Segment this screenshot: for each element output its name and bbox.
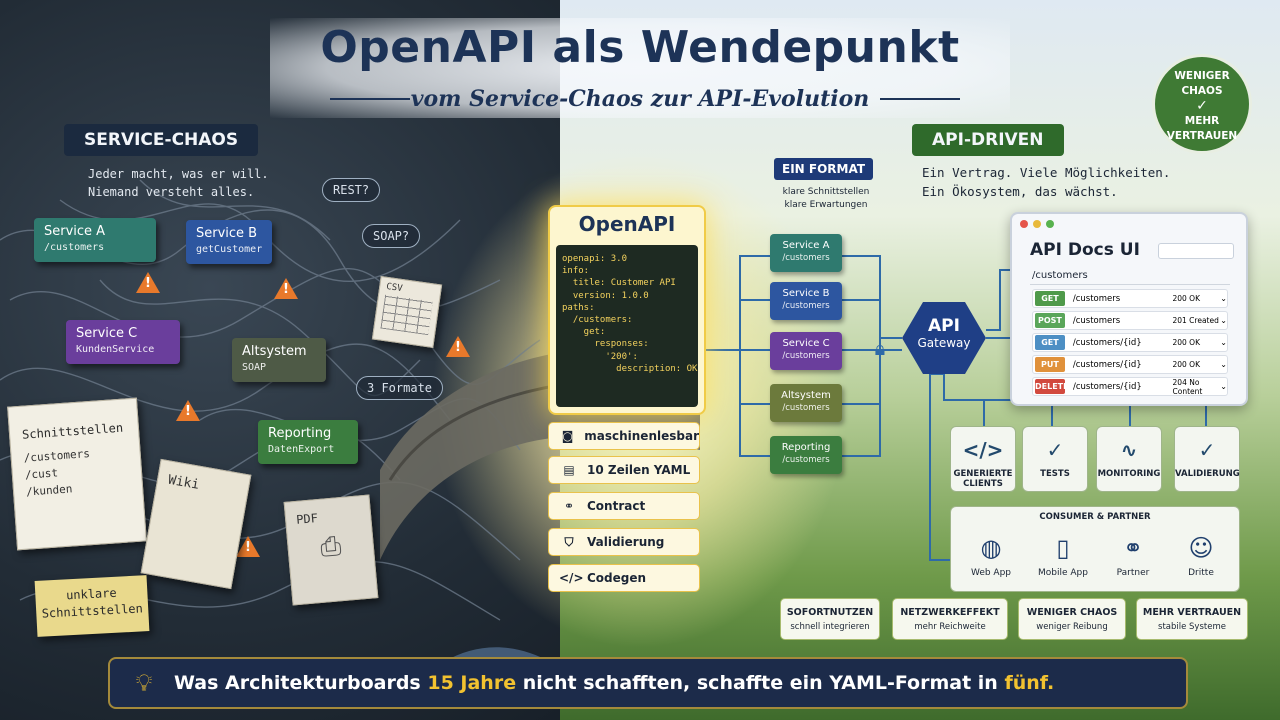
page-subtitle: vom Service-Chaos zur API-Evolution [410,86,870,112]
shield-check-icon: ✓ [1198,438,1216,462]
globe-monitor-icon: ◍ [980,534,1002,562]
feature-yaml: ▤10 Zeilen YAML [548,456,700,484]
warning-icon: ! [176,400,200,421]
title-band [270,18,1010,118]
warning-icon: ! [446,336,470,357]
api-altsystem: Altsystem/customers [770,384,842,422]
handshake-icon: ⚭ [563,499,575,513]
mobile-icon: ▯ [1056,534,1070,562]
handshake-icon: ⚭ [1122,534,1144,562]
feature-codegen: </>Codegen [548,564,700,592]
api-docs-title: API Docs UI [1030,240,1140,260]
openapi-yaml-code: openapi: 3.0 info: title: Customer API v… [556,245,698,407]
consumer-web-app: ◍ Web App [962,528,1020,578]
tile-validierung: ✓ VALIDIERUNG [1174,426,1240,492]
api-service-a: Service A/customers [770,234,842,272]
subtitle-rule-right [880,98,960,100]
chevron-down-icon: ⌄ [1220,294,1227,303]
sticky-note: unklare Schnittstellen [34,575,150,637]
service-chaos-heading: SERVICE-CHAOS [64,124,259,156]
feature-contract: ⚭Contract [548,492,700,520]
robot-icon: ◙ [561,429,574,443]
badge-seal: WENIGER CHAOS ✓ MEHR VERTRAUEN [1152,54,1252,154]
api-reporting: Reporting/customers [770,436,842,474]
warning-icon: ! [274,278,298,299]
page-title: OpenAPI als Wendepunkt [320,22,960,73]
pdf-icon: ⎙ [319,531,343,563]
lightbulb-icon: 💡︎ [135,669,153,697]
consumer-partner-title: CONSUMER & PARTNER [1039,512,1151,522]
warning-icon: ! [136,272,160,293]
endpoint-row[interactable]: GET /customers 200 OK ⌄ [1032,289,1228,308]
api-docs-search[interactable] [1158,243,1234,259]
tile-tests: ✓ TESTS [1022,426,1088,492]
lock-icon: 🔒︎ [874,336,886,360]
openapi-card-title: OpenAPI [578,212,676,236]
document-icon: ▤ [563,463,575,477]
chevron-down-icon: ⌄ [1220,316,1227,325]
minimize-dot-icon [1033,220,1041,228]
chaos-tagline-2: Niemand versteht alles. [88,185,255,199]
ein-format-sub: klare Schnittstellen klare Erwartungen [782,187,870,210]
monitoring-icon: ∿ [1120,438,1138,462]
chaos-service-a: Service A/customers [34,218,156,262]
api-docs-path: /customers [1032,270,1088,281]
chaos-tagline-1: Jeder macht, was er will. [88,167,269,181]
warning-icon: ! [236,536,260,557]
feature-maschinenlesbar: ◙maschinenlesbar [548,422,700,450]
consumer-partner-panel [950,506,1240,592]
checkmark-icon: ✓ [1196,98,1208,114]
bubble-formats: 3 Formate [356,376,444,400]
bubble-rest: REST? [322,178,381,202]
code-window-icon: </> [962,438,1004,462]
endpoint-row[interactable]: POST /customers 201 Created ⌄ [1032,311,1228,330]
code-icon: </> [559,571,584,585]
bottom-banner: 💡︎ Was Architekturboards 15 Jahre nicht … [108,657,1188,709]
chevron-down-icon: ⌄ [1220,382,1227,391]
divider [1030,284,1230,285]
maximize-dot-icon [1046,220,1054,228]
bubble-soap: SOAP? [362,224,421,248]
shield-check-icon: ⛉ [564,534,574,549]
notes-schnittstellen: Schnittstellen /customers /cust /kunden [7,397,147,551]
tile-monitoring: ∿ MONITORING [1096,426,1162,492]
bottom-message: Was Architekturboards 15 Jahre nicht sch… [174,672,1055,694]
consumer-mobile-app: ▯ Mobile App [1034,528,1092,578]
consumer-partner: ⚭ Partner [1104,528,1162,578]
endpoint-row[interactable]: PUT /customers/{id} 200 OK ⌄ [1032,355,1228,374]
api-driven-heading: API-DRIVEN [912,124,1064,156]
consumer-dritte: ☺ Dritte [1172,528,1230,578]
endpoint-row[interactable]: DELETE /customers/{id} 204 No Content ⌄ [1032,377,1228,396]
close-dot-icon [1020,220,1028,228]
endpoint-row[interactable]: GET /customers/{id} 200 OK ⌄ [1032,333,1228,352]
window-controls [1020,220,1054,228]
api-service-c: Service C/customers [770,332,842,370]
api-tagline-2: Ein Ökosystem, das wächst. [922,184,1118,199]
subtitle-rule-left [330,98,410,100]
csv-document: CSV [371,275,443,349]
table-grid-icon [380,294,433,336]
chevron-down-icon: ⌄ [1220,338,1227,347]
api-tagline-1: Ein Vertrag. Viele Möglichkeiten. [922,165,1171,180]
tile-generierte-clients: </> GENERIERTE CLIENTS [950,426,1016,492]
api-service-b: Service B/customers [770,282,842,320]
check-circle-icon: ✓ [1046,438,1064,462]
api-gateway: API Gateway [902,302,986,374]
people-icon: ☺ [1188,534,1214,562]
pdf-document: PDF ⎙ [283,494,379,606]
feature-validierung: ⛉Validierung [548,528,700,556]
chevron-down-icon: ⌄ [1220,360,1227,369]
ein-format-label: EIN FORMAT [774,158,874,180]
